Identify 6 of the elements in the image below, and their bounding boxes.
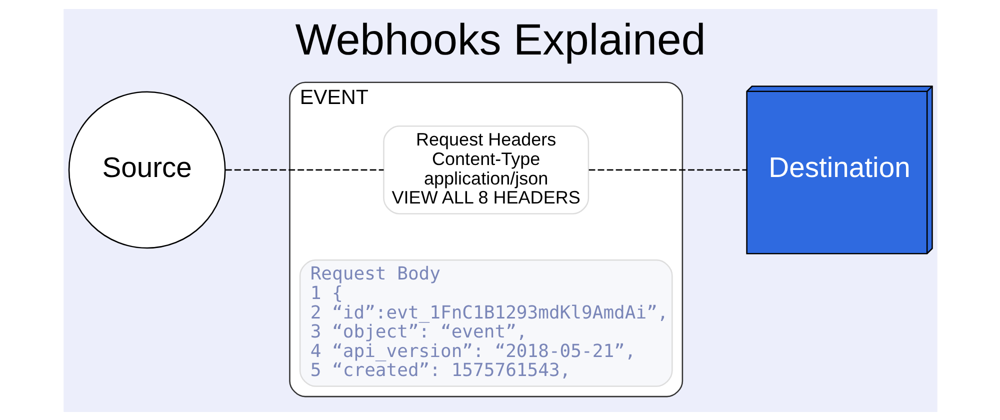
node-box: Request Headers Content-Type application/json VIEW ALL 8 HEADERS xyxy=(382,125,589,214)
connector xyxy=(225,168,384,170)
connector xyxy=(588,168,746,170)
diagram-title: Webhooks Explained xyxy=(294,14,706,64)
node-circle: Source xyxy=(68,90,226,248)
node-box: Request Body 1 { 2 “id”:evt_1FnC1B1293mdKl9AmdAi”, 3 “object”: “event”, 4 “api_version”: “2018-05-21”, 5 “created”: 1575761543, xyxy=(298,258,672,386)
